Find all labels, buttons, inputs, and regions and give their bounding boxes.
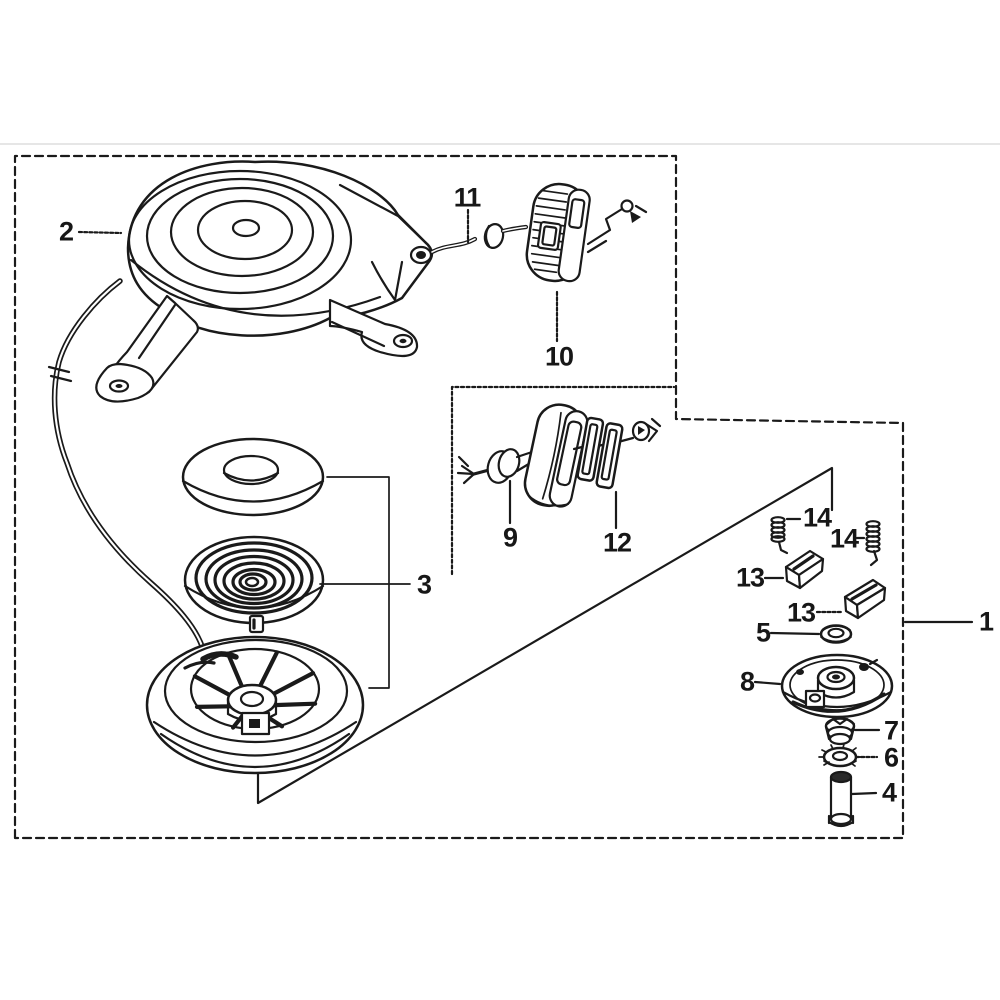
spring-14a-drawing [770, 516, 789, 555]
ratchet-13a-drawing [784, 549, 825, 590]
recoil-cover-drawing [95, 160, 434, 403]
starter-grip-drawing [525, 182, 591, 283]
callout-11: 11 [453, 182, 482, 213]
callout-14a: 14 [802, 502, 832, 533]
callout-12: 12 [602, 527, 632, 558]
callout-5: 5 [755, 617, 771, 648]
outer-dashed-boundary [13, 154, 905, 840]
inset-grip-drawing [456, 403, 589, 508]
group-divider-line [256, 466, 834, 805]
rope-pulley-drawing [145, 635, 365, 775]
callout-3: 3 [416, 569, 432, 600]
callout-10: 10 [544, 341, 574, 372]
callout-13b: 13 [786, 597, 816, 628]
spring-14b-drawing [865, 520, 881, 567]
grip-rope-drawing [429, 223, 529, 255]
callout-4: 4 [881, 777, 897, 808]
friction-spring-7-drawing [824, 717, 856, 746]
washer-6-drawing [818, 743, 862, 768]
inset-box-border [450, 385, 676, 576]
callout-7: 7 [883, 715, 899, 746]
collar-4-drawing [827, 770, 855, 828]
leader-lines [77, 208, 974, 796]
friction-plate-8-drawing [780, 653, 894, 719]
ratchet-13b-drawing [843, 578, 887, 620]
callout-2: 2 [58, 216, 74, 247]
callout-13a: 13 [735, 562, 765, 593]
callout-6: 6 [883, 742, 899, 773]
callout-14b: 14 [829, 523, 859, 554]
page-edge-line [0, 143, 1000, 145]
washer-5-drawing [819, 624, 853, 644]
callout-9: 9 [502, 522, 518, 553]
grip-plates-drawing [572, 416, 662, 490]
center-washer-drawing [181, 437, 325, 517]
grip-anchor-clip-drawing [586, 199, 648, 254]
spiral-spring-drawing [183, 535, 325, 634]
callout-8: 8 [739, 666, 755, 697]
callout-1: 1 [978, 606, 994, 637]
